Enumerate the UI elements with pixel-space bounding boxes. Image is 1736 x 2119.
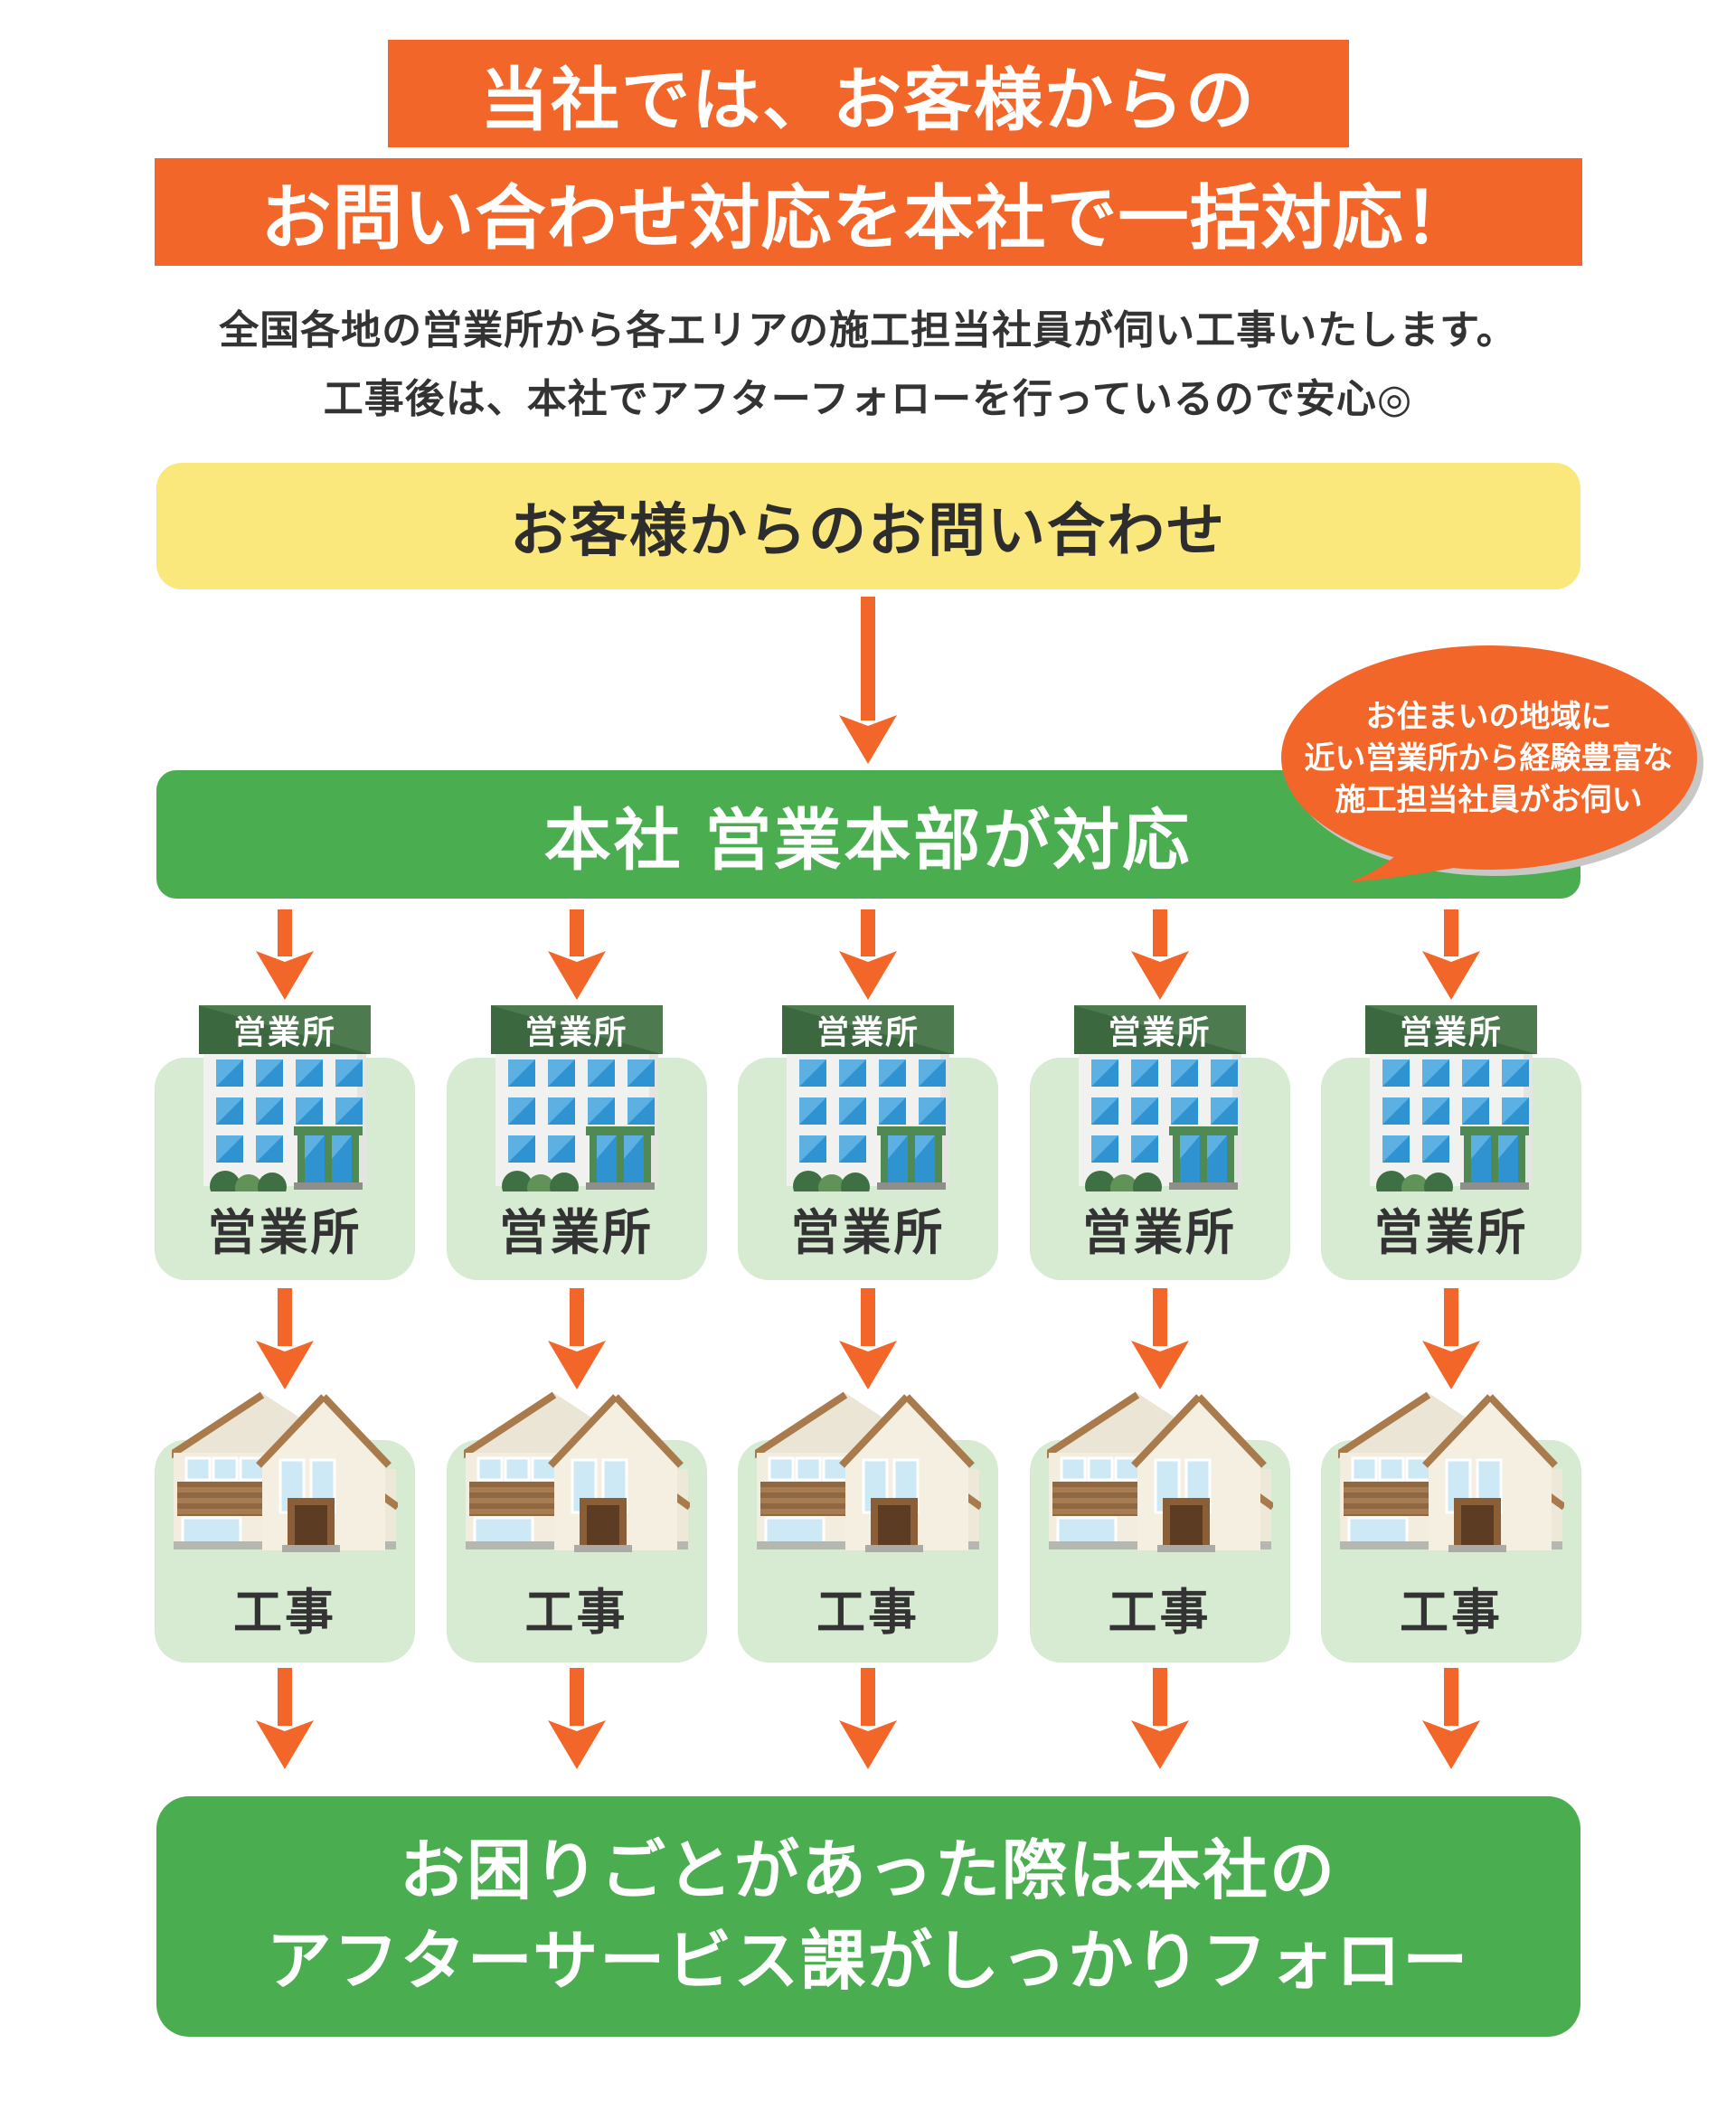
construction-label: 工事 [524, 1586, 628, 1640]
office-label: 営業所 [790, 1206, 946, 1260]
office-sign-label: 営業所 [524, 1013, 628, 1050]
bubble-line1: お住まいの地域に [1365, 700, 1612, 734]
after-service-box: お困りごとがあった際は本社の アフターサービス課がしっかりフォロー [156, 1796, 1580, 2037]
customer-inquiry-box: お客様からのお問い合わせ [156, 463, 1580, 589]
office-sign: 営業所 [782, 1005, 954, 1054]
hq-row: 本社 営業本部が対応 お住まいの地域に 近い営業所から経験豊富な 施工担当社員が… [156, 645, 1703, 899]
construction-unit: 工事 [738, 1389, 998, 1662]
office-sign: 営業所 [490, 1005, 663, 1054]
arrow-down-icon [839, 1288, 897, 1389]
office-sign-label: 営業所 [816, 1013, 920, 1050]
branch-column-5: 営業所 営業所 [1321, 909, 1581, 1769]
construction-unit: 工事 [155, 1389, 415, 1662]
office-unit: 営業所 営業所 [1321, 1005, 1581, 1283]
house-icon [172, 1391, 398, 1552]
bubble-line2: 近い営業所から経験豊富な [1304, 741, 1674, 776]
intro-line2: 工事後は、本社でアフターフォローを行っているので安心◎ [323, 377, 1413, 421]
house-icon [1338, 1391, 1564, 1552]
arrow-down-icon [256, 1288, 314, 1389]
construction-label: 工事 [1400, 1586, 1503, 1640]
arrow-down-icon [839, 1668, 897, 1769]
arrow-down-icon [839, 909, 897, 1000]
construction-label: 工事 [233, 1586, 336, 1640]
main-flow-arrow [0, 597, 1736, 764]
arrow-down-icon [1130, 1668, 1189, 1769]
office-sign-label: 営業所 [1108, 1013, 1212, 1050]
speech-bubble-text: お住まいの地域に 近い営業所から経験豊富な 施工担当社員がお伺い [1272, 642, 1706, 875]
arrow-down-icon [256, 909, 314, 1000]
arrow-down-icon [1422, 909, 1480, 1000]
office-sign: 営業所 [1365, 1005, 1537, 1054]
arrow-down-icon [547, 1668, 606, 1769]
arrow-down-icon [256, 1668, 314, 1769]
arrow-down-icon [1422, 1288, 1480, 1389]
house-icon [1046, 1391, 1273, 1552]
construction-unit: 工事 [1321, 1389, 1581, 1662]
office-building-icon [787, 1050, 949, 1191]
office-sign-label: 営業所 [232, 1013, 336, 1050]
branch-column-4: 営業所 営業所 [1029, 909, 1290, 1769]
arrow-down-icon [839, 597, 897, 764]
header-title-1: 当社では、お客様からの [480, 61, 1256, 139]
construction-unit: 工事 [1029, 1389, 1290, 1662]
house-icon [463, 1391, 690, 1552]
office-unit: 営業所 営業所 [446, 1005, 707, 1283]
office-label: 営業所 [1082, 1206, 1237, 1260]
house-icon [755, 1391, 981, 1552]
after-service-line1: お困りごとがあった際は本社の [399, 1835, 1336, 1907]
header-banner-line2: お問い合わせ対応を本社で一括対応！ [154, 158, 1582, 266]
branch-column-3: 営業所 営業所 [738, 909, 998, 1769]
speech-bubble: お住まいの地域に 近い営業所から経験豊富な 施工担当社員がお伺い [1272, 642, 1706, 913]
hq-label: 本社 営業本部が対応 [543, 802, 1193, 878]
office-unit: 営業所 営業所 [155, 1005, 415, 1283]
office-sign-label: 営業所 [1399, 1013, 1503, 1050]
construction-unit: 工事 [446, 1389, 707, 1662]
customer-inquiry-label: お客様からのお問い合わせ [510, 498, 1226, 563]
office-label: 営業所 [207, 1206, 363, 1260]
after-service-line2: アフターサービス課がしっかりフォロー [266, 1926, 1470, 1998]
office-label: 営業所 [1373, 1206, 1529, 1260]
header-title-2: お問い合わせ対応を本社で一括対応！ [260, 177, 1476, 258]
intro-line1: 全国各地の営業所から各エリアの施工担当社員が伺い工事いたします。 [219, 308, 1517, 353]
bubble-line3: 施工担当社員がお伺い [1335, 783, 1643, 817]
office-sign: 営業所 [1073, 1005, 1246, 1054]
arrow-down-icon [1422, 1668, 1480, 1769]
office-sign: 営業所 [199, 1005, 371, 1054]
arrow-down-icon [547, 1288, 606, 1389]
office-building-icon [495, 1050, 658, 1191]
arrow-down-icon [1130, 909, 1189, 1000]
office-unit: 営業所 営業所 [738, 1005, 998, 1283]
branch-column-1: 営業所 営業所 [155, 909, 415, 1769]
header-banner-line1: 当社では、お客様からの [387, 40, 1349, 147]
construction-label: 工事 [1108, 1586, 1212, 1640]
speech-bubble-icon [1280, 645, 1703, 882]
office-building-icon [203, 1050, 366, 1191]
arrow-down-icon [547, 909, 606, 1000]
office-label: 営業所 [499, 1206, 654, 1260]
arrow-down-icon [1130, 1288, 1189, 1389]
office-building-icon [1370, 1050, 1533, 1191]
office-unit: 営業所 営業所 [1029, 1005, 1290, 1283]
office-building-icon [1078, 1050, 1241, 1191]
branch-columns: 営業所 営業所 [155, 909, 1581, 1769]
intro-text: 全国各地の営業所から各エリアの施工担当社員が伺い工事いたします。 工事後は、本社… [0, 297, 1736, 434]
construction-label: 工事 [816, 1586, 920, 1640]
branch-column-2: 営業所 営業所 [446, 909, 707, 1769]
infographic-page: 当社では、お客様からの お問い合わせ対応を本社で一括対応！ 全国各地の営業所から… [0, 40, 1736, 2119]
